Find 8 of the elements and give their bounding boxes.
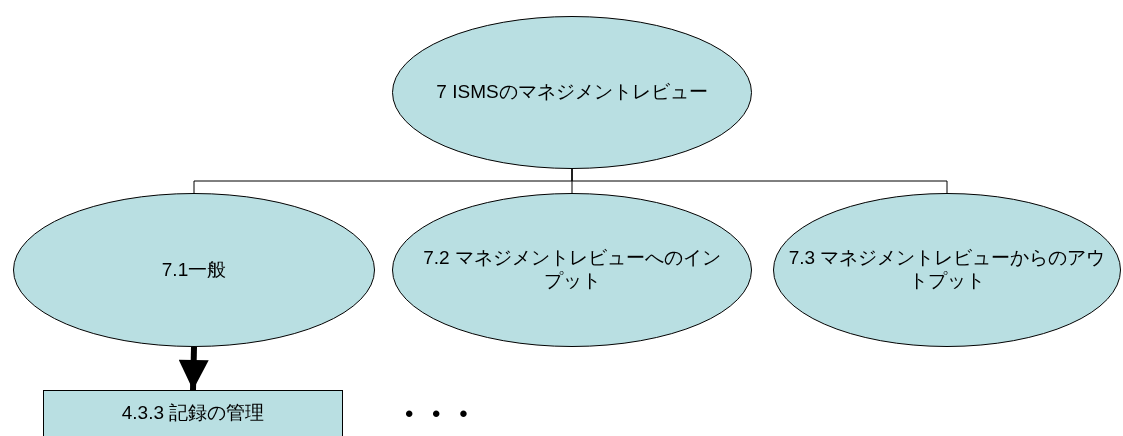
node-label: 7.2 マネジメントレビューへのインプット bbox=[422, 247, 722, 293]
node-label: 4.3.3 記録の管理 bbox=[121, 402, 265, 425]
node-label: 7.1一般 bbox=[161, 258, 227, 282]
ellipsis-label: • • • bbox=[405, 400, 474, 428]
node-label: 7 ISMSのマネジメントレビュー bbox=[436, 81, 708, 104]
arrow bbox=[178, 346, 209, 391]
connector-line bbox=[571, 168, 948, 194]
node-label: 7.3 マネジメントレビューからのアウトプット bbox=[787, 247, 1107, 293]
